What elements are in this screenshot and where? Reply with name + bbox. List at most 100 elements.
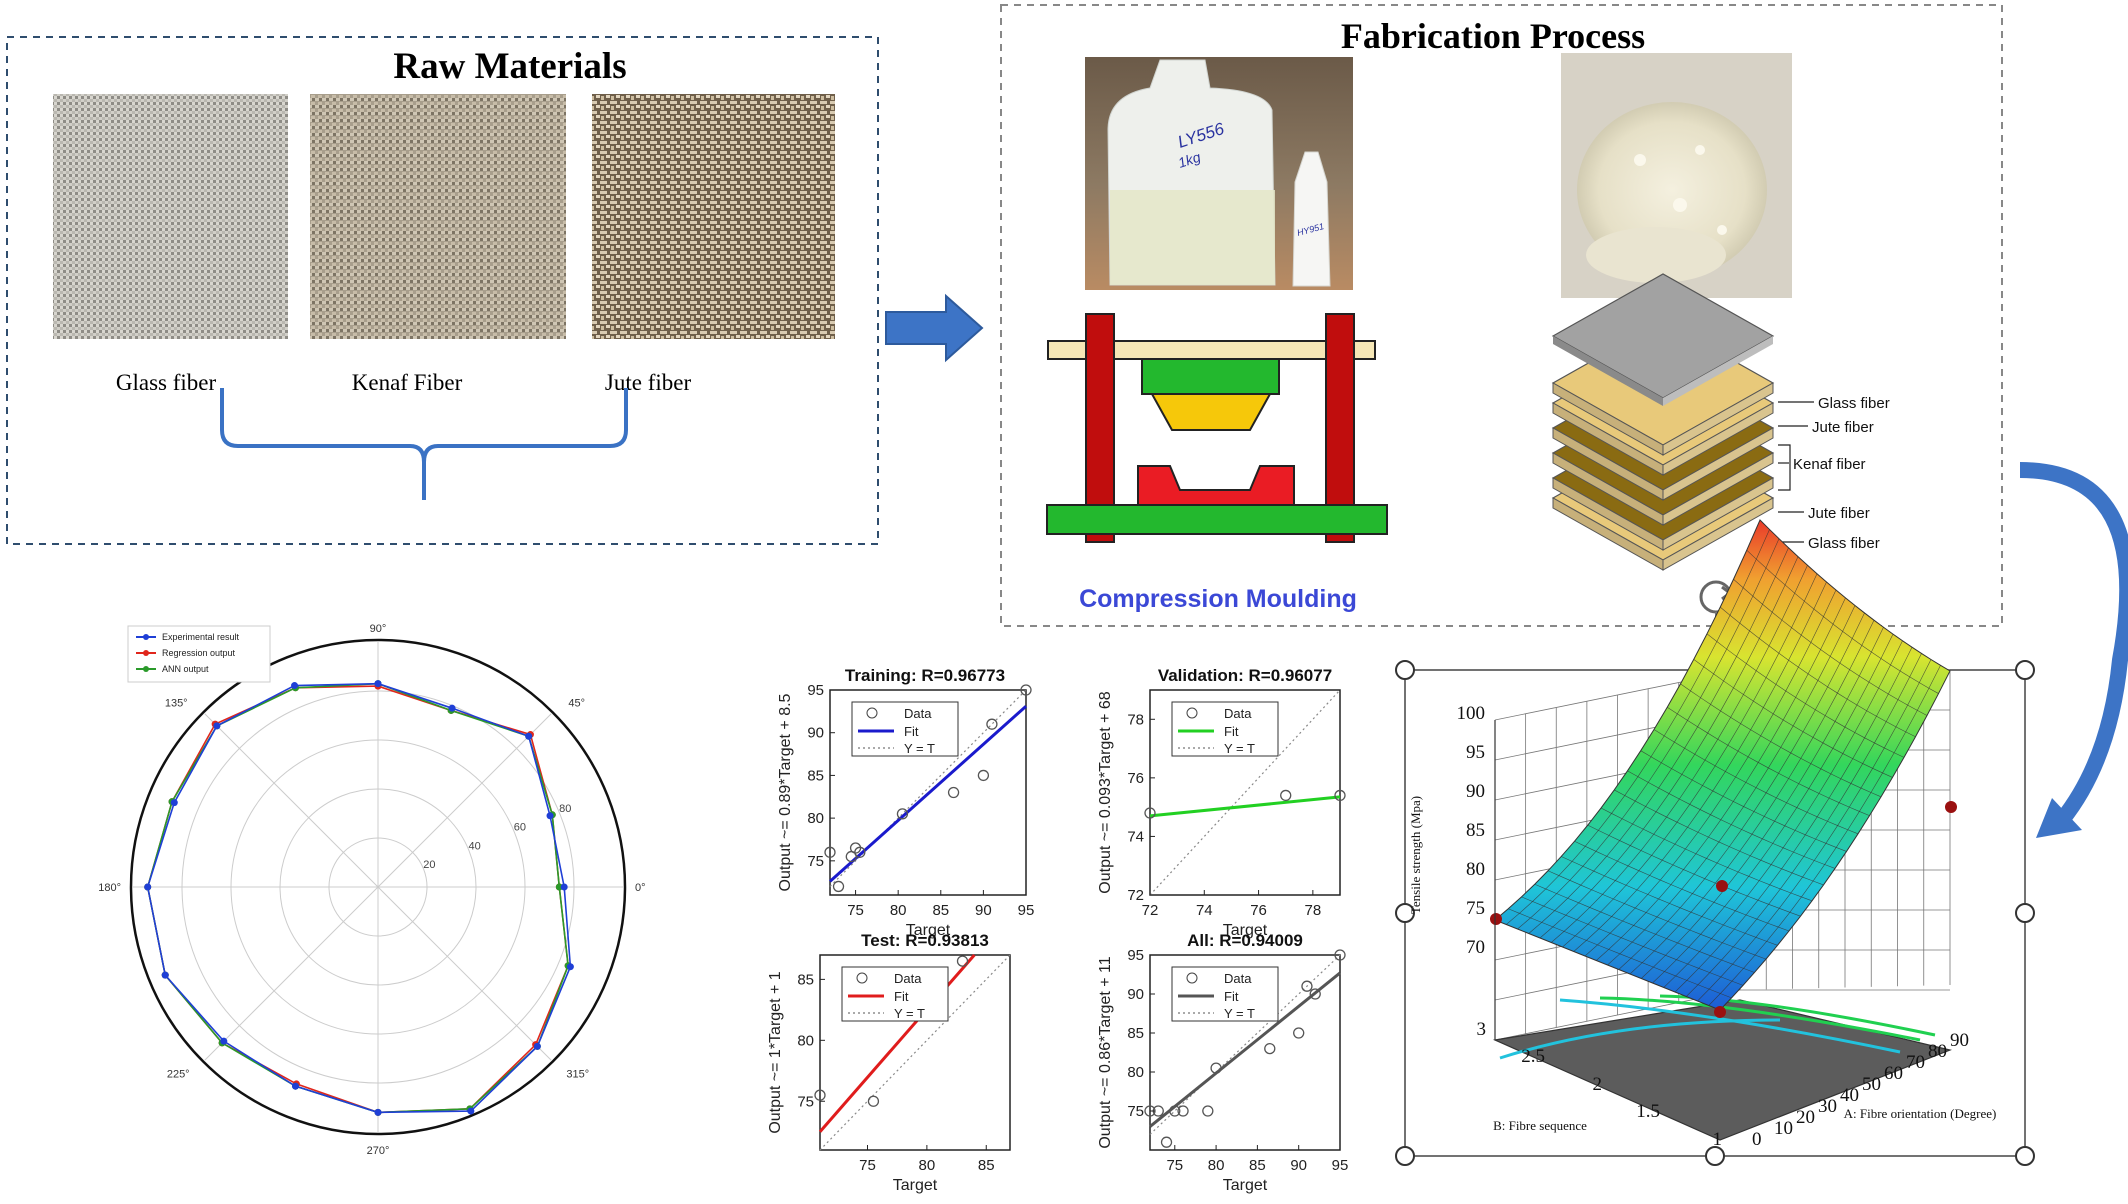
polar-angle-label: 135°: [165, 698, 188, 710]
hardener-powder-photo: [1561, 53, 1792, 298]
x-tick-label: 85: [1249, 1157, 1266, 1174]
resize-handle[interactable]: [1395, 1146, 1415, 1166]
fit-line: [1149, 971, 1341, 1128]
z-tick-label: 95: [1466, 742, 1485, 763]
experimental-point: [161, 971, 169, 979]
z-axis-label: Tensile strength (Mpa): [1408, 796, 1423, 914]
y-tick-label: 75: [797, 1093, 814, 1110]
data-point: [867, 1095, 880, 1107]
polar-radial-label: 80: [559, 803, 571, 815]
data-point: [832, 880, 845, 893]
z-tick-label: 100: [1457, 703, 1486, 724]
design-point: [1716, 880, 1728, 892]
glass-fiber-label: Glass fiber: [116, 370, 217, 395]
resize-handle[interactable]: [1705, 1146, 1725, 1166]
glass-fiber-swatch: [53, 94, 288, 339]
curved-arrow: [2019, 462, 2128, 838]
resize-handle[interactable]: [2015, 1146, 2035, 1166]
data-point: [814, 1089, 826, 1101]
data-point: [1169, 1105, 1181, 1117]
y-tick-label: 2: [1593, 1074, 1603, 1095]
x-tick-label: 95: [1332, 1157, 1349, 1174]
svg-text:Fit: Fit: [1224, 724, 1239, 739]
resize-handle[interactable]: [2015, 903, 2035, 923]
x-tick-label: 80: [919, 1157, 936, 1174]
svg-text:Fit: Fit: [894, 989, 909, 1004]
fabrication-title: Fabrication Process: [1341, 16, 1645, 56]
experimental-point: [560, 883, 568, 891]
x-tick-label: 74: [1196, 902, 1213, 919]
grouping-brace: [220, 388, 628, 500]
y-tick-label: 75: [807, 853, 824, 870]
resize-handle[interactable]: [1395, 660, 1415, 680]
svg-text:Data: Data: [1224, 706, 1252, 721]
data-point: [1177, 1105, 1189, 1117]
y-tick-label: 80: [807, 810, 824, 827]
x-tick-label: 90: [975, 902, 992, 919]
x-tick-label: 50: [1862, 1074, 1881, 1095]
y-tick-label: 85: [807, 767, 824, 784]
x-axis-label: Target: [906, 922, 951, 939]
layer-label: Jute fiber: [1808, 505, 1870, 522]
resize-handle[interactable]: [1395, 903, 1415, 923]
data-point: [1144, 807, 1156, 819]
layer-label: Jute fiber: [1812, 419, 1874, 436]
data-point: [1293, 1027, 1305, 1039]
data-point: [824, 846, 836, 858]
panel-title: Test: R=0.93813: [861, 931, 989, 950]
data-point: [947, 786, 960, 799]
ann-series: [146, 682, 569, 1114]
y-tick-label: 1: [1713, 1129, 1723, 1150]
fit-line: [829, 705, 1027, 883]
experimental-point: [291, 682, 299, 690]
polar-angle-label: 45°: [568, 698, 585, 710]
polar-radial-label: 40: [469, 840, 481, 852]
svg-text:Fit: Fit: [904, 724, 919, 739]
svg-text:Y = T: Y = T: [904, 741, 935, 756]
y-tick-label: 85: [1127, 1025, 1144, 1042]
fabrication-panel: Fabrication Process LY556 1kg HY951: [1000, 4, 2003, 665]
experimental-point: [467, 1107, 475, 1115]
data-point: [1280, 789, 1292, 802]
polar-angle-label: 0°: [635, 882, 646, 894]
x-axis-label: Target: [1223, 1177, 1268, 1194]
svg-text:Regression output: Regression output: [162, 648, 236, 658]
experimental-point: [533, 1042, 541, 1050]
y-axis-label: Output ~= 0.093*Target + 68: [1097, 691, 1114, 893]
raw-materials-panel: Raw Materials Glass fiber Kenaf Fiber Ju…: [6, 36, 879, 545]
x-tick-label: 30: [1818, 1096, 1837, 1117]
x-tick-label: 76: [1250, 902, 1267, 919]
data-point: [896, 808, 909, 820]
data-point: [1334, 949, 1346, 961]
y-tick-label: 90: [1127, 986, 1144, 1003]
regression-series: [146, 685, 569, 1114]
y-tick-label: 80: [797, 1032, 814, 1049]
jute-fiber-swatch: [592, 94, 835, 339]
x-tick-label: 60: [1884, 1063, 1903, 1084]
data-point: [1160, 1136, 1173, 1148]
data-point: [854, 846, 866, 858]
svg-text:ANN output: ANN output: [162, 664, 209, 674]
experimental-point: [566, 963, 574, 971]
polar-angle-label: 90°: [370, 623, 387, 635]
y-axis-label: B: Fibre sequence: [1493, 1118, 1587, 1133]
x-tick-label: 70: [1906, 1052, 1925, 1073]
kenaf-fiber-label: Kenaf Fiber: [352, 370, 463, 395]
y-tick-label: 76: [1127, 770, 1144, 787]
z-tick-label: 70: [1466, 937, 1485, 958]
experimental-point: [213, 722, 221, 730]
resize-handle[interactable]: [2015, 660, 2035, 680]
svg-text:Data: Data: [1224, 971, 1252, 986]
y-axis-label: Output ~= 0.89*Target + 8.5: [777, 693, 794, 891]
x-axis-label: A: Fibre orientation (Degree): [1844, 1106, 1997, 1121]
x-tick-label: 95: [1018, 902, 1035, 919]
z-tick-label: 75: [1466, 898, 1485, 919]
z-tick-label: 90: [1466, 781, 1485, 802]
